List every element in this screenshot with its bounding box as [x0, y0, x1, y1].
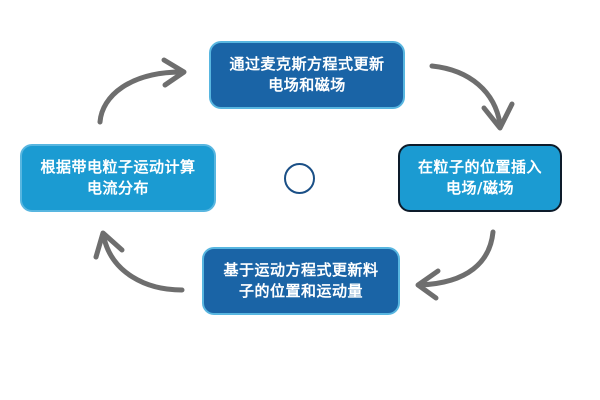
- node-interpolate-fields-line2: 电场/磁场: [446, 179, 514, 197]
- circle-icon: [284, 163, 315, 194]
- node-compute-current[interactable]: 根据带电粒子运动计算 电流分布: [20, 144, 216, 212]
- node-update-fields[interactable]: 通过麦克斯方程式更新 电场和磁场: [209, 41, 405, 109]
- node-update-particles-line1: 基于运动方程式更新料: [223, 261, 379, 279]
- curved-arrow-icon: [415, 229, 496, 301]
- node-update-particles[interactable]: 基于运动方程式更新料 子的位置和运动量: [202, 247, 400, 315]
- node-compute-current-line2: 电流分布: [86, 179, 149, 197]
- node-update-particles-line2: 子的位置和运动量: [238, 282, 363, 300]
- node-interpolate-fields[interactable]: 在粒子的位置插入 电场/磁场: [398, 144, 562, 212]
- curved-arrow-icon: [93, 230, 185, 293]
- node-update-fields-line2: 电场和磁场: [268, 76, 346, 94]
- curved-arrow-icon: [429, 63, 515, 131]
- node-update-fields-line1: 通过麦克斯方程式更新: [229, 55, 385, 73]
- curved-arrow-icon: [97, 57, 187, 125]
- node-interpolate-fields-line1: 在粒子的位置插入: [417, 158, 542, 176]
- node-compute-current-line1: 根据带电粒子运动计算: [40, 158, 196, 176]
